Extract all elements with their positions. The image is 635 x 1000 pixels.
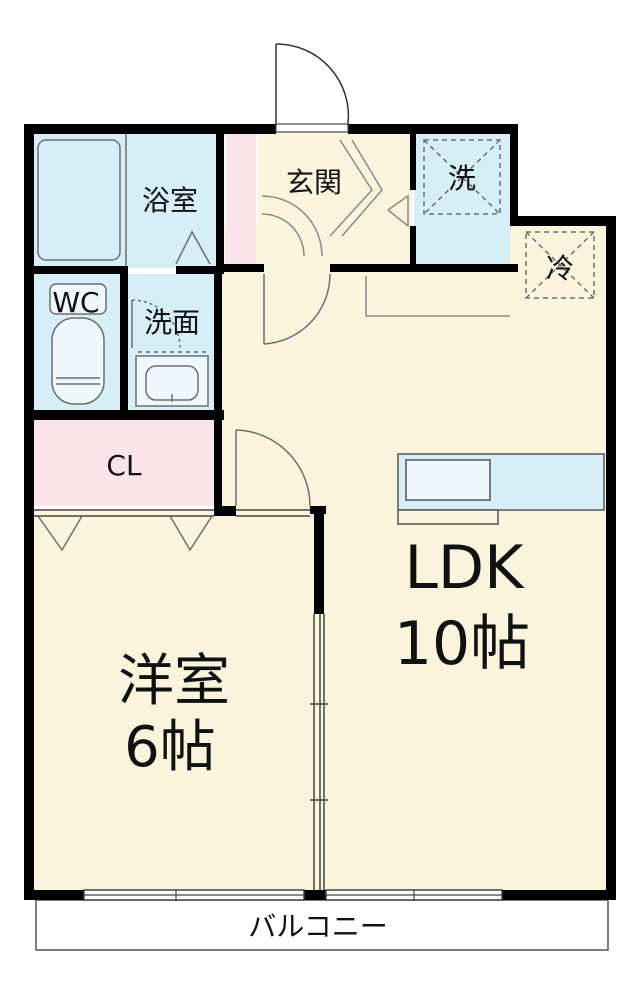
bath-door-icon (175, 230, 211, 265)
wall-top-right (348, 124, 516, 134)
western-room-name: 洋室 (118, 649, 230, 714)
wall-top-left (24, 124, 276, 134)
wall-left (24, 124, 34, 900)
room-fills (32, 132, 609, 951)
ldk-name: LDK (405, 533, 526, 603)
entrance-label: 玄関 (286, 166, 342, 199)
wall-bath-bottom (24, 266, 128, 274)
washer-label: 洗 (448, 162, 476, 195)
wall-closet-bottom (214, 506, 236, 516)
wall-bath-right (216, 124, 224, 274)
balcony-label: バルコニー (248, 910, 387, 943)
ldk-size: 10帖 (394, 609, 530, 679)
entrance-floor (258, 132, 412, 266)
walls (24, 124, 616, 900)
washroom-door-icon (131, 299, 181, 349)
fridge-label: 冷 (546, 252, 574, 285)
wall-closet-right (214, 410, 222, 516)
western-room-door-icon (235, 429, 311, 507)
windows (83, 889, 503, 901)
washing-machine-icon (423, 139, 501, 215)
kitchen-counter-icon (397, 453, 605, 525)
wall-entrance-bottom-b (330, 264, 518, 272)
closet-door-icon (37, 515, 213, 552)
western-room-size: 6帖 (124, 715, 216, 780)
closet-label: CL (106, 449, 142, 482)
wall-step-vertical (510, 124, 518, 224)
room-labels: 浴室 玄関 洗 冷 WC 洗面 CL 洋室 6帖 LDK 10帖 バルコニー (52, 162, 574, 943)
wc-label: WC (52, 286, 99, 319)
fixtures (37, 43, 605, 552)
washbasin-icon (135, 351, 209, 407)
entrance-step-line (365, 276, 510, 317)
wall-wash-right (214, 266, 222, 416)
wall-right (606, 216, 616, 900)
entrance-door-icon (261, 139, 409, 257)
bath-label: 浴室 (142, 184, 198, 217)
washer-floor (414, 132, 510, 266)
wall-western-right (314, 506, 324, 614)
wall-washer-left-low (410, 226, 416, 270)
balcony-floor (35, 899, 609, 951)
closet-floor (32, 418, 218, 506)
wall-bath-bottom-right (176, 266, 224, 274)
front-door-icon (275, 43, 350, 125)
hall-door-icon (263, 273, 331, 345)
wall-entrance-bottom-a (224, 264, 264, 272)
toilet-icon (49, 283, 107, 405)
bathtub-icon (37, 139, 121, 261)
wall-wc-right (120, 266, 128, 416)
shoe-cabinet (226, 132, 256, 266)
partitions (34, 509, 328, 890)
washroom-label: 洗面 (144, 306, 200, 339)
western-room-floor (32, 510, 322, 892)
wall-wc-bottom (24, 410, 224, 420)
wall-washer-left (410, 124, 416, 190)
front-door-threshold (275, 123, 349, 133)
refrigerator-icon (525, 231, 595, 299)
wall-bottom (24, 890, 616, 900)
wall-step-horizontal (510, 216, 614, 226)
